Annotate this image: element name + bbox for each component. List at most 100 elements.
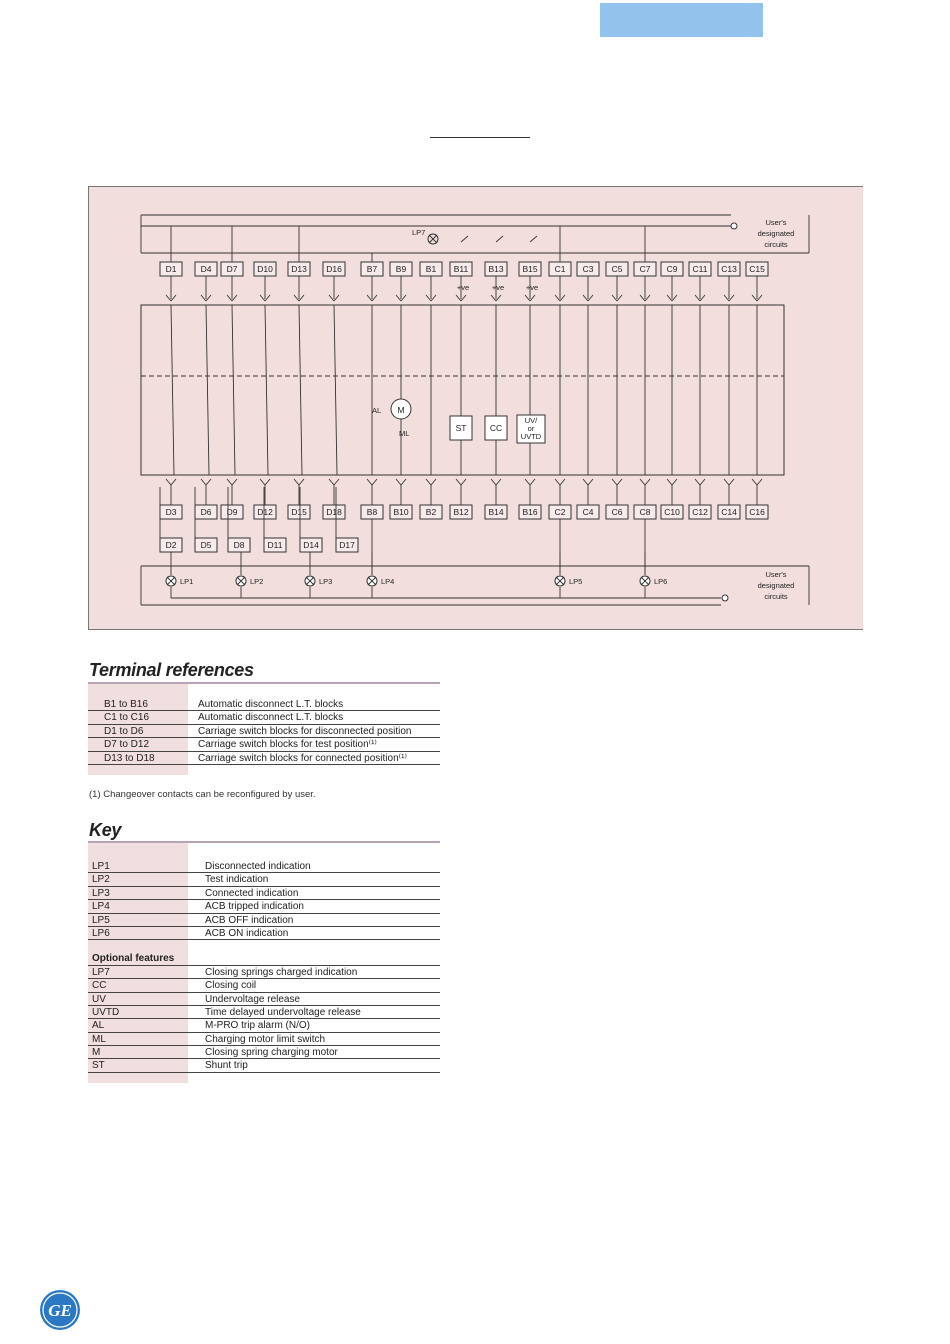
terminal-label: C8	[640, 507, 651, 517]
terminal-label: B13	[488, 264, 503, 274]
plug	[298, 294, 305, 302]
plug	[298, 478, 305, 486]
terminal-label: C6	[612, 507, 623, 517]
plug	[666, 294, 673, 302]
terminal-references-title: Terminal references	[89, 660, 254, 680]
plug	[524, 478, 531, 486]
terminal-label: C1	[555, 264, 566, 274]
terminal-label: D11	[268, 540, 283, 550]
plug	[400, 294, 407, 302]
terminal-label: D16	[326, 264, 342, 274]
plug	[751, 294, 758, 302]
lamp-label: LP5	[569, 577, 582, 586]
plug	[671, 294, 678, 302]
terminal-label: C14	[721, 507, 737, 517]
carriage-frame	[140, 304, 785, 476]
plug	[666, 478, 673, 486]
plug	[460, 478, 467, 486]
uv-label: UVTD	[521, 432, 542, 441]
plug	[400, 478, 407, 486]
row-code: LP1	[92, 861, 110, 872]
ge-logo: GE	[40, 1290, 80, 1330]
plug	[756, 294, 763, 302]
row-code: UV	[92, 993, 106, 1005]
plug	[529, 294, 536, 302]
lamp-label: LP6	[654, 577, 667, 586]
plug	[293, 478, 300, 486]
optional-features-heading-row: Optional features	[88, 952, 440, 966]
lamp-cross	[428, 234, 438, 244]
plug	[495, 478, 502, 486]
plug	[425, 294, 432, 302]
plug	[259, 294, 266, 302]
terminal-box	[449, 504, 473, 520]
row-code: LP4	[92, 901, 110, 913]
terminal-circle	[721, 594, 729, 602]
row-description: Connected indication	[205, 887, 299, 899]
terminal-label: B8	[367, 507, 378, 517]
terminal-label: D2	[166, 540, 177, 550]
terminal-circle	[730, 222, 738, 230]
plug	[264, 294, 271, 302]
row-code: UVTD	[92, 1006, 120, 1018]
row-code: LP5	[92, 914, 110, 926]
terminal-label: D6	[201, 507, 212, 517]
terminal-box	[389, 504, 413, 520]
plug	[328, 478, 335, 486]
plug	[611, 478, 618, 486]
row-description: Carriage switch blocks for test position…	[198, 739, 377, 751]
switch-contact	[495, 235, 504, 243]
row-code: B1 to B16	[104, 699, 148, 710]
plug	[490, 478, 497, 486]
row-description: Test indication	[205, 874, 269, 886]
lamp-cross	[640, 576, 650, 586]
table-row: LP3 Connected indication	[88, 886, 440, 901]
terminal-label: D12	[257, 507, 273, 517]
row-code: D13 to D18	[104, 752, 155, 764]
plug	[644, 294, 651, 302]
plug	[756, 478, 763, 486]
terminal-box	[660, 504, 684, 520]
plug	[333, 478, 340, 486]
row-description: ACB ON indication	[205, 927, 289, 939]
row-code: AL	[92, 1020, 105, 1032]
alarm-label: AL	[372, 406, 381, 415]
plug	[425, 478, 432, 486]
header-color-bar	[600, 3, 763, 37]
terminal-label: B14	[488, 507, 503, 517]
plug	[728, 294, 735, 302]
conductor	[298, 304, 303, 476]
row-code: ML	[92, 1033, 106, 1045]
plug	[529, 478, 536, 486]
plug	[455, 294, 462, 302]
plug	[644, 478, 651, 486]
user-circuits-bottom-label: designated	[758, 581, 795, 590]
plug	[259, 478, 266, 486]
row-code: LP3	[92, 887, 110, 899]
uv-box	[516, 414, 546, 444]
plug	[170, 294, 177, 302]
plug	[490, 294, 497, 302]
plug	[293, 294, 300, 302]
plug	[582, 294, 589, 302]
lamp-label: LP1	[180, 577, 193, 586]
plug	[264, 478, 271, 486]
terminal-box	[322, 504, 346, 520]
terminal-label: D14	[303, 540, 319, 550]
plug	[430, 478, 437, 486]
row-code: CC	[92, 980, 107, 992]
row-description: Carriage switch blocks for disconnected …	[198, 725, 412, 737]
plug	[165, 294, 172, 302]
row-code: D7 to D12	[104, 739, 150, 751]
plug	[559, 478, 566, 486]
motor-label: M	[397, 405, 404, 415]
plug	[723, 478, 730, 486]
terminal-label: C13	[721, 264, 737, 274]
row-description: Automatic disconnect L.T. blocks	[198, 699, 344, 710]
user-circuits-top-label: User's	[765, 218, 786, 227]
